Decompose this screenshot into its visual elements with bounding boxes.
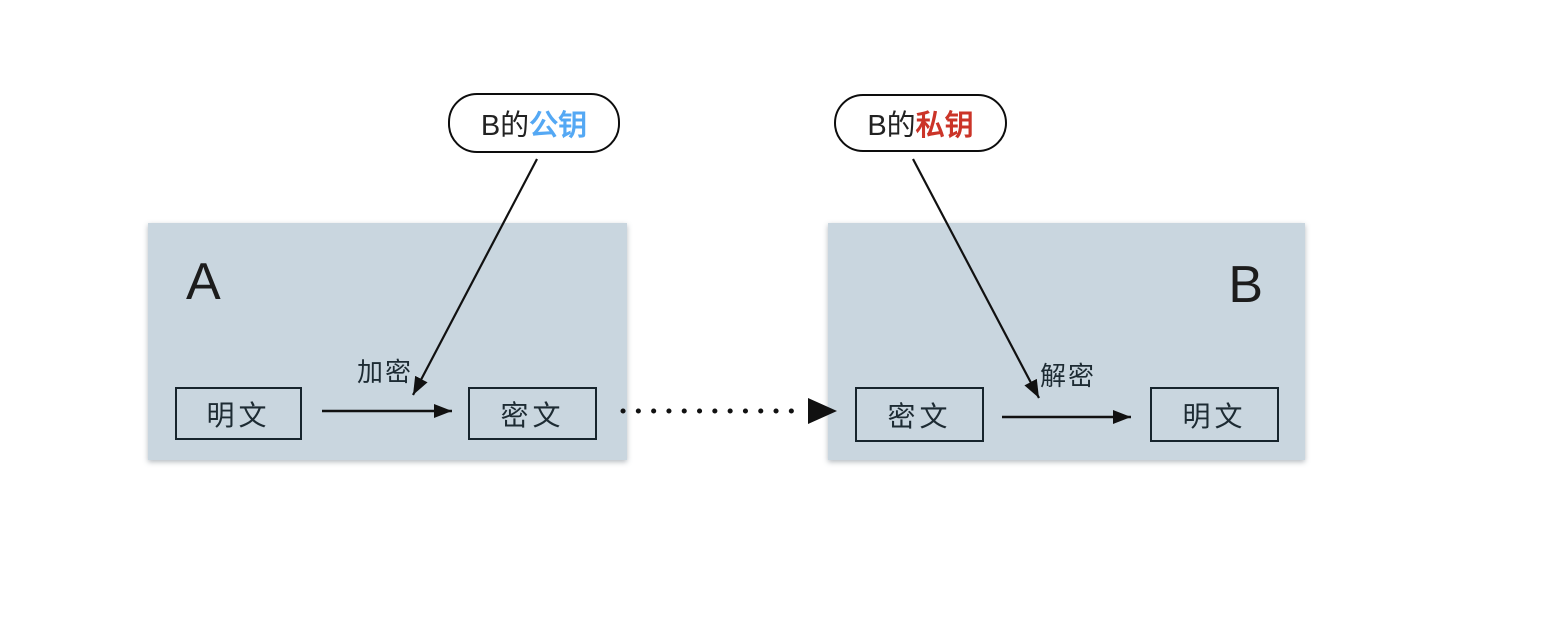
zone-a: A	[148, 223, 627, 460]
zone-a-plaintext-box: 明文	[175, 387, 302, 440]
zone-b-plaintext-box: 明文	[1150, 387, 1279, 442]
encrypt-label: 加密	[357, 357, 414, 387]
private-key-pill: B的私钥	[834, 94, 1007, 152]
public-key-label: 公钥	[529, 110, 588, 142]
zone-a-title: A	[186, 253, 221, 311]
public-key-prefix: B的	[480, 110, 530, 142]
zone-a-ciphertext-box: 密文	[468, 387, 597, 440]
private-key-prefix: B的	[867, 110, 916, 142]
zone-b-ciphertext-box: 密文	[855, 387, 984, 442]
private-key-label: 私钥	[915, 110, 974, 142]
zone-b-title: B	[1228, 256, 1263, 314]
public-key-pill: B的公钥	[448, 93, 620, 153]
zone-b: B	[828, 223, 1305, 460]
decrypt-label: 解密	[1040, 361, 1097, 391]
